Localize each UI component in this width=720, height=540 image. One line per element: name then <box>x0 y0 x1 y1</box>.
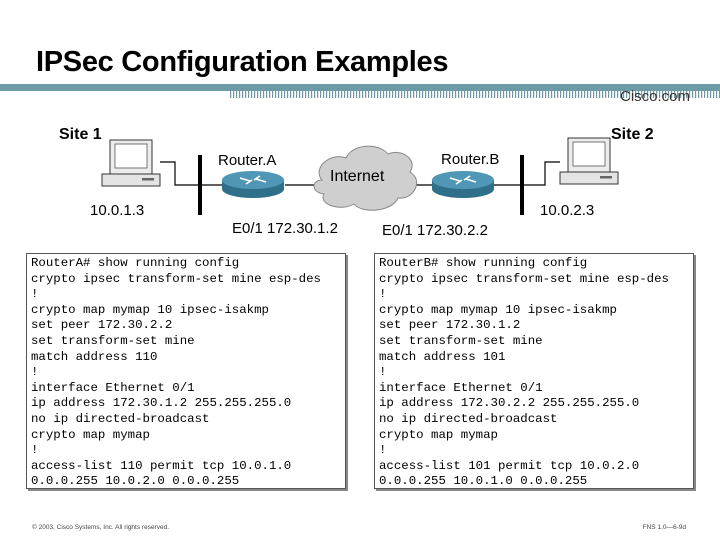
config-line: ! <box>379 443 387 458</box>
config-line: ! <box>379 287 387 302</box>
config-line: interface Ethernet 0/1 <box>379 380 543 395</box>
host-b-link <box>522 161 560 186</box>
host-a-computer-icon <box>101 139 161 187</box>
config-line: interface Ethernet 0/1 <box>31 380 195 395</box>
slide-title: IPSec Configuration Examples <box>36 46 449 78</box>
config-line: ! <box>31 287 39 302</box>
host-b-computer-icon <box>559 137 619 185</box>
config-line: ! <box>31 443 39 458</box>
config-line: set transform-set mine <box>379 333 543 348</box>
config-line: access-list 110 permit tcp 10.0.1.0 <box>31 458 292 473</box>
site-1-label: Site 1 <box>59 126 102 143</box>
config-line: 0.0.0.255 10.0.2.0 0.0.0.255 <box>31 474 240 489</box>
config-line: match address 110 <box>31 349 158 364</box>
slide-number-footer: FNS 1.0—6-9d <box>642 524 686 531</box>
config-line: ! <box>379 365 387 380</box>
router-a-icon <box>222 171 284 198</box>
internet-label: Internet <box>330 168 385 185</box>
config-line: no ip directed-broadcast <box>379 411 558 426</box>
config-line: crypto ipsec transform-set mine esp-des <box>31 271 321 286</box>
config-line: RouterB# show running config <box>379 256 588 270</box>
config-line: crypto map mymap <box>31 427 150 442</box>
config-line: no ip directed-broadcast <box>31 411 210 426</box>
network-diagram <box>101 137 619 215</box>
config-line: set transform-set mine <box>31 333 195 348</box>
config-line: crypto map mymap 10 ipsec-isakmp <box>31 302 269 317</box>
host-a-link <box>160 161 200 186</box>
internet-cloud-icon <box>313 145 418 211</box>
router-b-icon <box>432 171 494 198</box>
config-line: ip address 172.30.2.2 255.255.255.0 <box>379 396 640 411</box>
router-a-label: Router.A <box>218 152 277 169</box>
config-line: crypto ipsec transform-set mine esp-des <box>379 271 669 286</box>
config-line: crypto map mymap <box>379 427 498 442</box>
config-line: RouterA# show running config <box>31 256 240 270</box>
config-line: set peer 172.30.1.2 <box>379 318 521 333</box>
config-line: set peer 172.30.2.2 <box>31 318 173 333</box>
config-line: ! <box>31 365 39 380</box>
copyright-footer: © 2003, Cisco Systems, Inc. All rights r… <box>32 524 170 531</box>
router-a-interface-label: E0/1 172.30.1.2 <box>232 220 338 237</box>
router-b-interface-label: E0/1 172.30.2.2 <box>382 222 488 239</box>
config-line: 0.0.0.255 10.0.1.0 0.0.0.255 <box>379 474 588 489</box>
config-line: ip address 172.30.1.2 255.255.255.0 <box>31 396 292 411</box>
host-b-ip-label: 10.0.2.3 <box>540 202 595 219</box>
site-2-label: Site 2 <box>611 126 654 143</box>
router-b-label: Router.B <box>441 151 500 168</box>
host-a-ip-label: 10.0.1.3 <box>90 202 145 219</box>
cisco-logo: Cisco.com <box>619 88 690 105</box>
config-line: match address 101 <box>379 349 506 364</box>
config-line: access-list 101 permit tcp 10.0.2.0 <box>379 458 640 473</box>
config-line: crypto map mymap 10 ipsec-isakmp <box>379 302 617 317</box>
header-bar <box>0 84 720 98</box>
